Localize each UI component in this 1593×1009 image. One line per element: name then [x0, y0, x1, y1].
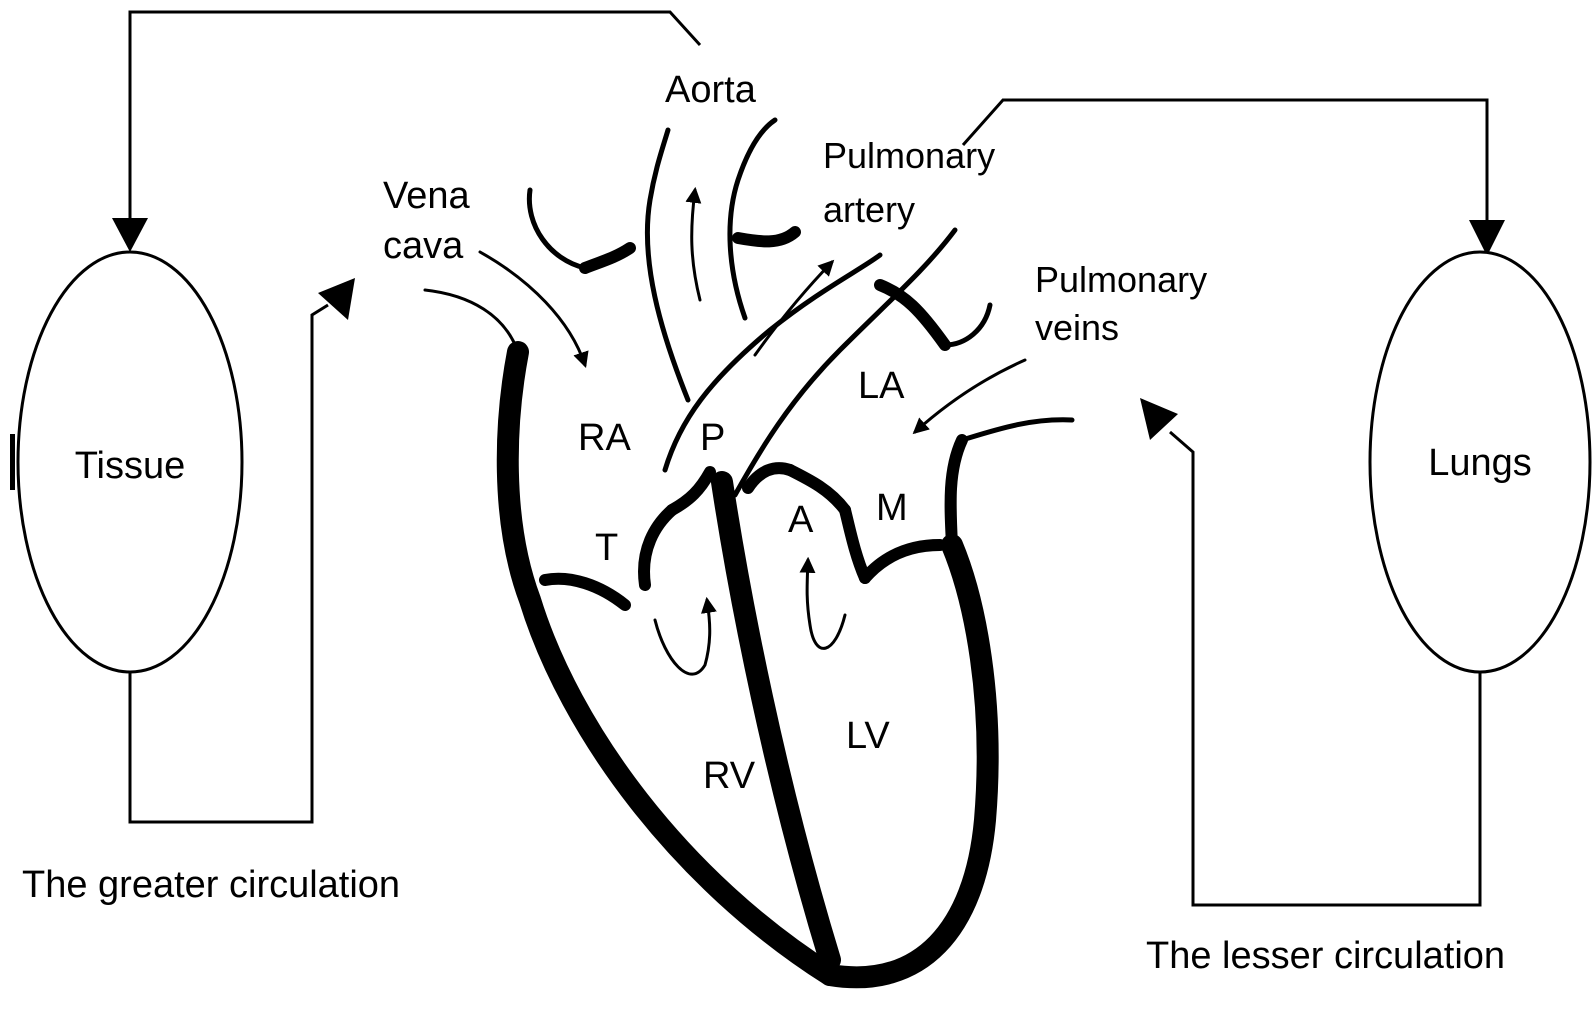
lungs-inflow-arrowhead — [1469, 220, 1505, 256]
vena-cava-inflow-arrowhead — [318, 278, 355, 320]
aorta-label: Aorta — [665, 69, 757, 111]
aortic-valve-label: A — [788, 499, 814, 541]
heart — [425, 120, 1072, 977]
tissue-edge-mark — [10, 434, 15, 490]
right-ventricle-label: RV — [703, 755, 756, 797]
mitral-valve-leaflet — [865, 545, 940, 578]
right-atrium-label: RA — [578, 417, 631, 459]
left-atrium-label: LA — [858, 365, 905, 407]
pulmonary-vein-branch — [880, 285, 945, 345]
aorta-outflow-arrow — [692, 190, 700, 300]
right-ventricle-flow-arrow — [655, 600, 710, 674]
right-heart-outer-wall — [508, 352, 830, 975]
pulmonary-trunk-right — [735, 230, 955, 495]
tricuspid-leaflet-left — [545, 579, 625, 605]
vena-cava-upper-branch — [585, 248, 630, 268]
lesser-circulation-caption: The lesser circulation — [1146, 935, 1505, 977]
aorta-arch-branch — [738, 232, 795, 241]
left-atrium-lower-wall — [951, 440, 962, 545]
vena-cava-label-line1: Vena — [383, 175, 471, 217]
mitral-valve-label: M — [876, 487, 908, 529]
mitral-valve-inner — [845, 510, 865, 578]
lungs-label: Lungs — [1428, 442, 1532, 484]
aortic-valve-leaflet-left — [748, 468, 790, 488]
pulmonary-veins-label-line1: Pulmonary — [1035, 259, 1207, 300]
interventricular-septum — [722, 482, 830, 960]
pulmonary-valve-leaflet — [672, 472, 710, 510]
aorta-left-wall — [647, 130, 688, 400]
left-ventricle-flow-arrow — [807, 560, 845, 648]
vena-cava-inflow-arrow — [480, 252, 585, 365]
pulmonary-artery-to-lungs-path — [963, 100, 1487, 222]
vena-cava-label-line2: cava — [383, 225, 464, 267]
left-atrium-top-wall — [962, 420, 1072, 440]
pulmonary-artery-label-line1: Pulmonary — [823, 135, 995, 176]
lesser-circulation-loop — [963, 100, 1590, 905]
vena-cava-wall — [425, 290, 518, 352]
tricuspid-valve-label: T — [595, 527, 618, 569]
tissue-inflow-arrowhead — [112, 218, 148, 252]
vena-cava-upper-vessel — [529, 190, 585, 268]
greater-circulation-caption: The greater circulation — [22, 864, 400, 906]
pulmonary-artery-label-line2: artery — [823, 189, 915, 230]
pulmonary-veins-label-line2: veins — [1035, 307, 1119, 348]
aorta-right-wall — [730, 120, 775, 318]
tricuspid-leaflet-right — [644, 510, 672, 585]
pulmonary-vein-vessel — [945, 305, 990, 345]
pulmonary-artery-flow-arrow — [755, 262, 832, 355]
left-ventricle-label: LV — [846, 715, 890, 757]
tissue-label: Tissue — [75, 445, 186, 487]
pulmonary-valve-label: P — [700, 417, 725, 459]
pulmonary-veins-inflow-arrow — [915, 360, 1025, 432]
left-heart-outer-wall — [830, 545, 988, 977]
